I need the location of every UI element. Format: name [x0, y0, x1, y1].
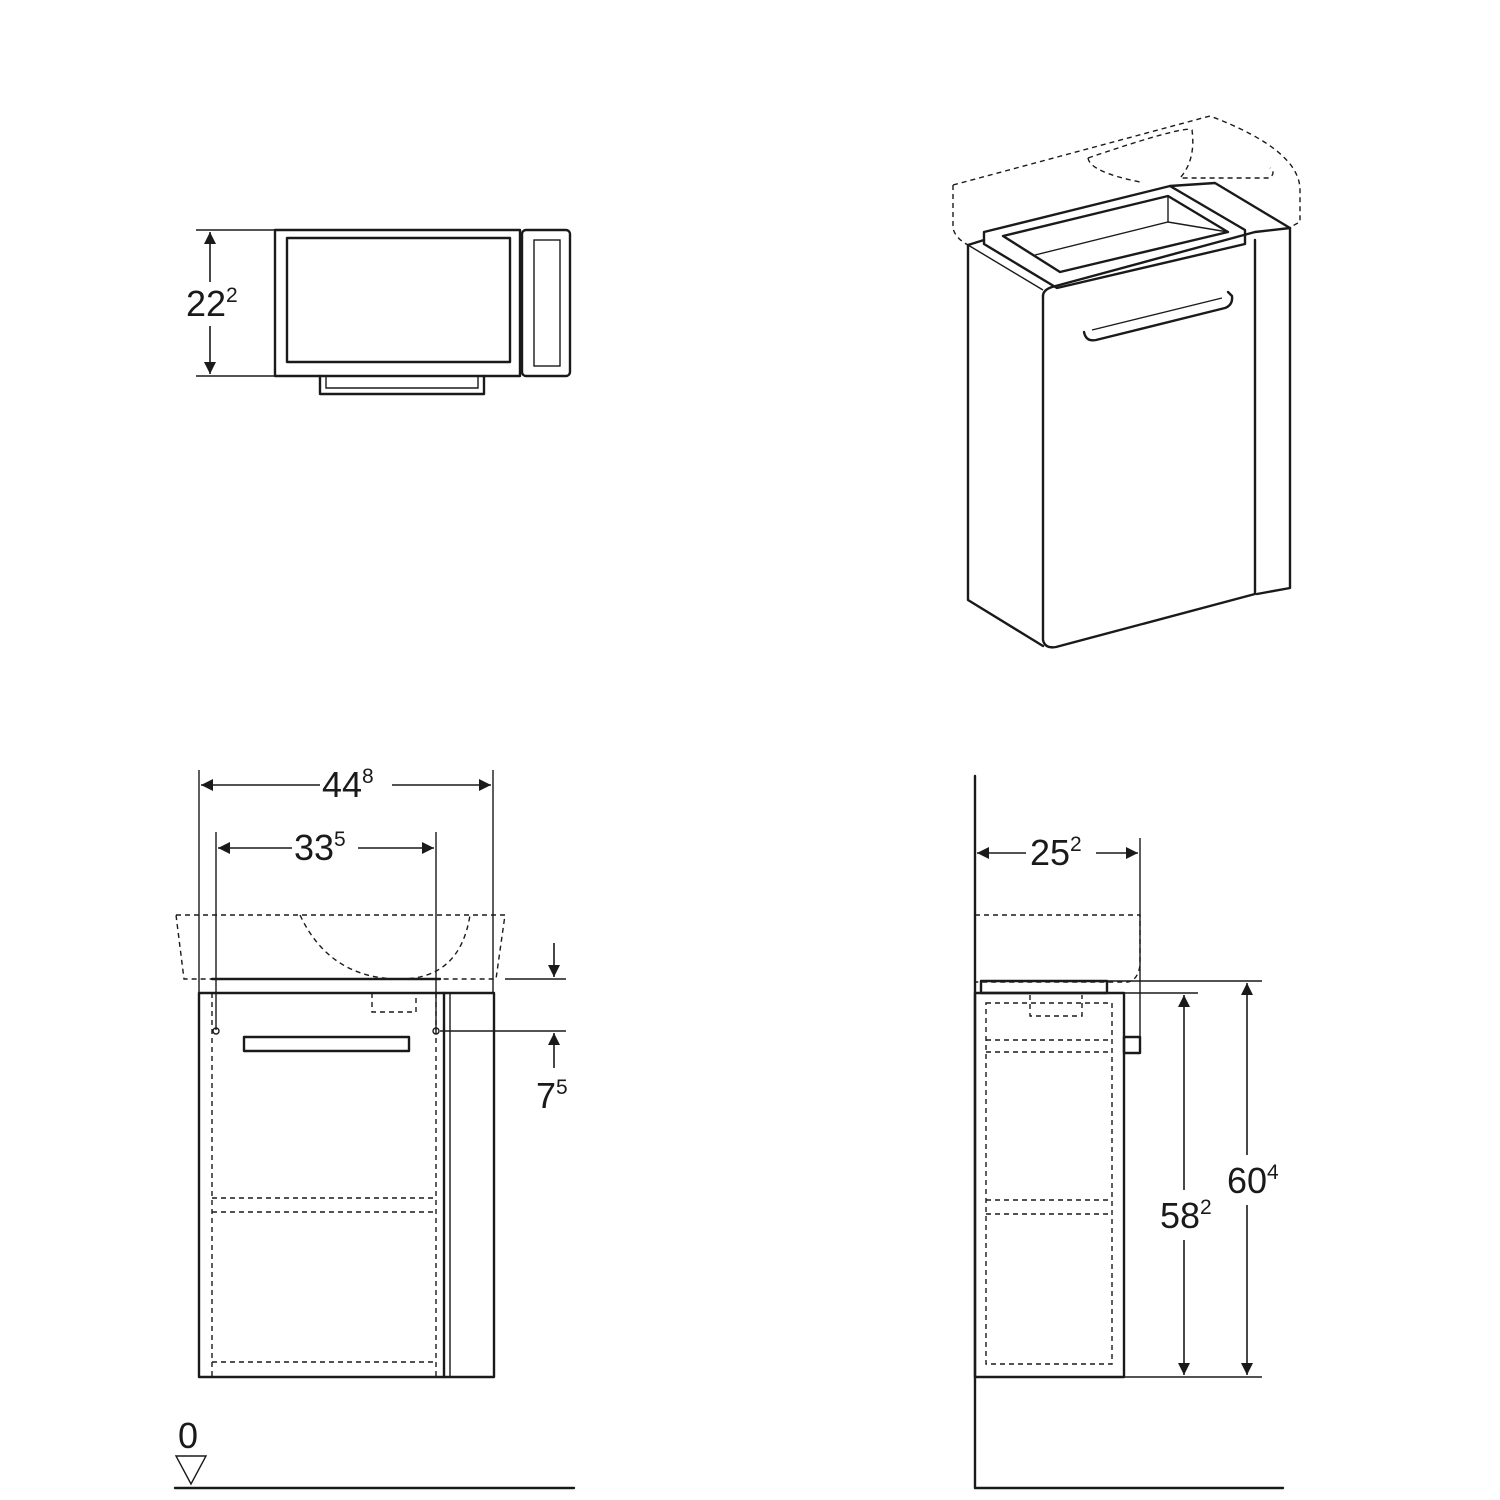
top-view-side-inner — [533, 239, 561, 367]
isometric-view — [952, 115, 1301, 649]
front-basin-bowl-dashed — [299, 914, 471, 980]
iso-basin-dashed-bowl — [1087, 128, 1274, 179]
front-siphon-dashed — [371, 993, 417, 1013]
side-depth-label: 252 — [1030, 832, 1082, 873]
iso-cabinet-top-edge — [967, 244, 1044, 291]
front-view: 448 335 75 0 — [173, 764, 576, 1490]
top-view-basin-outline — [273, 228, 522, 378]
iso-cabinet-top-left — [966, 238, 986, 247]
top-view: 222 — [186, 228, 572, 396]
front-offset-label: 75 — [536, 1075, 568, 1116]
iso-cabinet-door — [1041, 238, 1257, 649]
front-tap-spacing-label: 335 — [294, 827, 346, 868]
side-inner-dashed — [985, 1002, 1113, 1365]
iso-basin-dashed-bowl-edge — [1087, 157, 1141, 183]
iso-handle — [1082, 290, 1234, 342]
iso-basin-dashed-outline — [952, 115, 1301, 229]
side-overall-height-label: 604 — [1227, 1160, 1279, 1201]
top-view-handle-inner — [325, 376, 479, 389]
side-basin-rim — [979, 979, 1109, 995]
iso-cabinet-left-side — [966, 243, 1045, 648]
iso-basin-opening — [1001, 194, 1230, 274]
side-view: 252 582 604 — [973, 774, 1285, 1490]
front-basin-dashed — [175, 914, 506, 980]
top-view-basin-bowl — [285, 236, 512, 364]
iso-cabinet-right-side — [1041, 226, 1292, 596]
iso-handle-inner — [1091, 297, 1223, 331]
iso-basin-dashed-left — [952, 185, 969, 246]
side-handle — [1122, 1035, 1142, 1055]
front-width-label: 448 — [322, 764, 374, 805]
front-cabinet — [197, 991, 496, 1379]
side-cabinet — [973, 991, 1126, 1379]
side-siphon-dashed — [1029, 995, 1083, 1017]
floor-level-label: 0 — [178, 1415, 198, 1456]
top-view-handle — [318, 374, 486, 396]
floor-level-triangle-icon — [174, 1455, 208, 1486]
side-cabinet-height-label: 582 — [1160, 1195, 1212, 1236]
front-handle — [242, 1035, 411, 1053]
top-view-side-panel — [520, 228, 572, 378]
iso-side-panel-top — [1168, 181, 1292, 230]
top-view-depth-label: 222 — [186, 283, 238, 324]
side-basin-dashed — [975, 914, 1141, 983]
